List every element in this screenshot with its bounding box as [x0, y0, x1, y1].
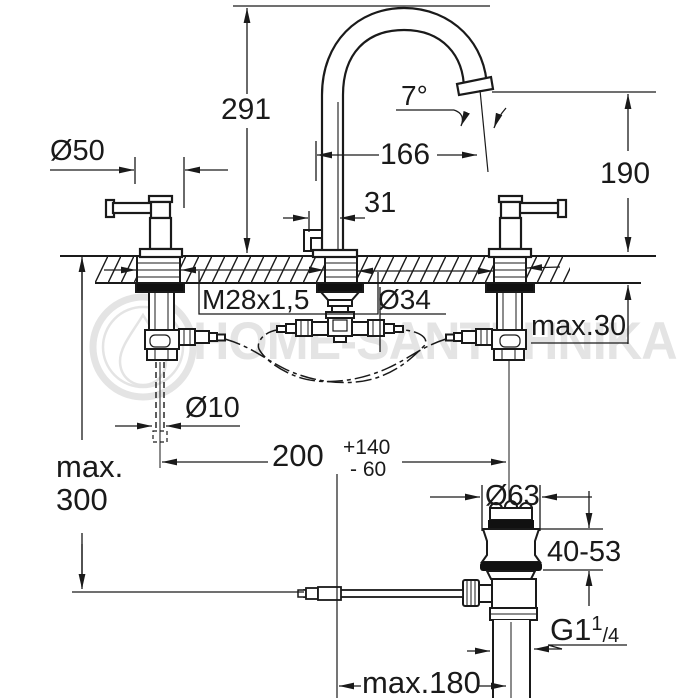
- thread-m28-label: M28x1,5: [202, 284, 310, 315]
- spout-side-detail: [303, 229, 323, 252]
- right-handle: [487, 194, 568, 259]
- max-300-line1: max.: [56, 449, 124, 484]
- shank-thread-lines: [137, 262, 526, 278]
- spout: [303, 6, 495, 259]
- popup-rod: [297, 474, 464, 698]
- dim-31-label: 31: [364, 187, 397, 219]
- left-handle: [104, 194, 184, 259]
- dim-200-tolerance: +140 - 60: [343, 437, 390, 481]
- popup-waste: [462, 500, 542, 698]
- spout-escutcheon: [311, 248, 359, 259]
- left-supply-pipe: [152, 362, 168, 468]
- thread-g114-label: G11/4: [550, 612, 620, 647]
- spout-outlet: [455, 75, 495, 97]
- left-valve-body: [135, 282, 226, 361]
- g114-main: G1: [550, 612, 592, 647]
- left-handle-escutcheon: [138, 247, 184, 259]
- tolerance-minus: - 60: [350, 458, 387, 481]
- flexible-hoses: [224, 329, 447, 384]
- dim-291-label: 291: [221, 93, 272, 126]
- max-300-line2: 300: [56, 481, 108, 517]
- max-300-label: max. 300: [56, 449, 124, 517]
- g114-sub: /4: [602, 625, 620, 647]
- angle-reference-line: [479, 89, 489, 173]
- angle-7-label: 7°: [401, 80, 428, 111]
- max-180-label: max.180: [362, 665, 481, 700]
- right-valve-body: [445, 282, 535, 361]
- range-40-53-label: 40-53: [547, 536, 622, 568]
- dim-190-label: 190: [600, 157, 651, 190]
- g114-sup: 1: [591, 613, 603, 635]
- dia-63-label: Ø63: [485, 480, 540, 512]
- dia-10-label: Ø10: [185, 392, 240, 424]
- dim-200-value: 200: [272, 438, 324, 473]
- dia-34-label: Ø34: [378, 284, 431, 315]
- dia-50-label: Ø50: [50, 135, 105, 167]
- max-30-label: max.30: [531, 310, 627, 342]
- watermark-text: HOME-SANTEHNIKA: [193, 312, 678, 371]
- dim-166-label: 166: [380, 138, 431, 171]
- right-handle-escutcheon: [487, 247, 533, 259]
- tolerance-plus: +140: [343, 436, 391, 459]
- dim-200-label: 200: [272, 438, 324, 473]
- dimension-lines: [50, 5, 656, 690]
